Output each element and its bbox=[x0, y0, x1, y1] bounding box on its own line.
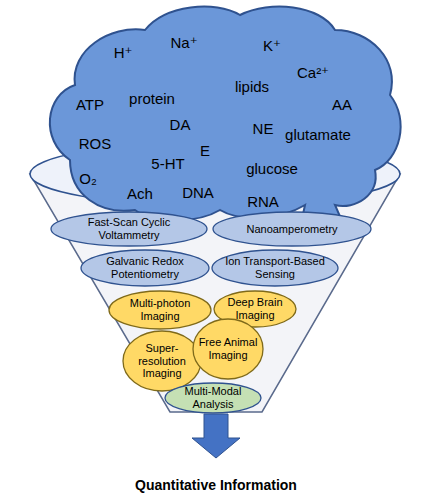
molecule-label: DA bbox=[170, 117, 191, 132]
method-oval: Multi-photon Imaging bbox=[108, 290, 212, 330]
molecule-label: O₂ bbox=[79, 171, 97, 186]
molecule-label: lipids bbox=[235, 79, 269, 94]
method-oval: Galvanic Redox Potentiometry bbox=[80, 249, 210, 287]
oval-fill bbox=[51, 212, 207, 246]
molecule-label: E bbox=[200, 143, 210, 158]
brain-fill bbox=[50, 7, 401, 228]
method-oval: Free Animal Imaging bbox=[192, 318, 264, 380]
oval-fill bbox=[123, 331, 201, 391]
method-label: Deep Brain Imaging bbox=[222, 296, 288, 321]
method-oval: Fast-Scan Cyclic Voltammetry bbox=[50, 211, 208, 247]
method-label: Ion Transport-Based Sensing bbox=[225, 255, 325, 280]
molecule-label: H⁺ bbox=[114, 45, 133, 60]
method-oval: Super-resolution Imaging bbox=[122, 330, 202, 392]
oval-fill bbox=[81, 250, 209, 286]
output-label: Quantitative Information bbox=[66, 477, 366, 493]
molecule-label: ATP bbox=[76, 97, 104, 112]
molecule-label: glucose bbox=[246, 161, 298, 176]
oval-fill bbox=[109, 291, 211, 329]
molecule-label: AA bbox=[332, 97, 352, 112]
oval-fill bbox=[193, 319, 263, 379]
oval-fill bbox=[212, 250, 338, 286]
molecule-label: Na⁺ bbox=[170, 35, 197, 50]
molecule-label: ROS bbox=[79, 136, 112, 151]
method-label: Nanoamperometry bbox=[227, 223, 357, 236]
method-label: Multi-Modal Analysis bbox=[173, 385, 253, 410]
oval-fill bbox=[213, 212, 371, 246]
oval-fill bbox=[165, 383, 261, 413]
molecule-label: RNA bbox=[247, 194, 279, 209]
down-arrow bbox=[192, 414, 240, 458]
method-label: Galvanic Redox Potentiometry bbox=[95, 255, 195, 280]
molecule-label: DNA bbox=[182, 185, 214, 200]
method-label: Super-resolution Imaging bbox=[128, 342, 196, 380]
molecule-label: NE bbox=[253, 121, 274, 136]
molecule-label: glutamate bbox=[285, 127, 351, 142]
molecule-label: Ca²⁺ bbox=[297, 65, 329, 80]
brain-shape: H⁺ Na⁺ K⁺ Ca²⁺ ATP protein lipidsAA ROS DA E NE glu… bbox=[0, 0, 432, 232]
method-label: Multi-photon Imaging bbox=[120, 297, 200, 322]
method-label: Fast-Scan Cyclic Voltammetry bbox=[69, 216, 189, 241]
method-oval: Ion Transport-Based Sensing bbox=[211, 249, 339, 287]
molecule-label: 5-HT bbox=[151, 156, 184, 171]
molecule-label: Ach bbox=[127, 186, 153, 201]
brain-outline bbox=[0, 0, 432, 232]
method-oval: Nanoamperometry bbox=[212, 211, 372, 247]
molecule-label: K⁺ bbox=[263, 38, 281, 53]
molecule-label: protein bbox=[129, 91, 175, 106]
method-label: Free Animal Imaging bbox=[198, 336, 258, 361]
method-oval: Multi-Modal Analysis bbox=[164, 382, 262, 414]
